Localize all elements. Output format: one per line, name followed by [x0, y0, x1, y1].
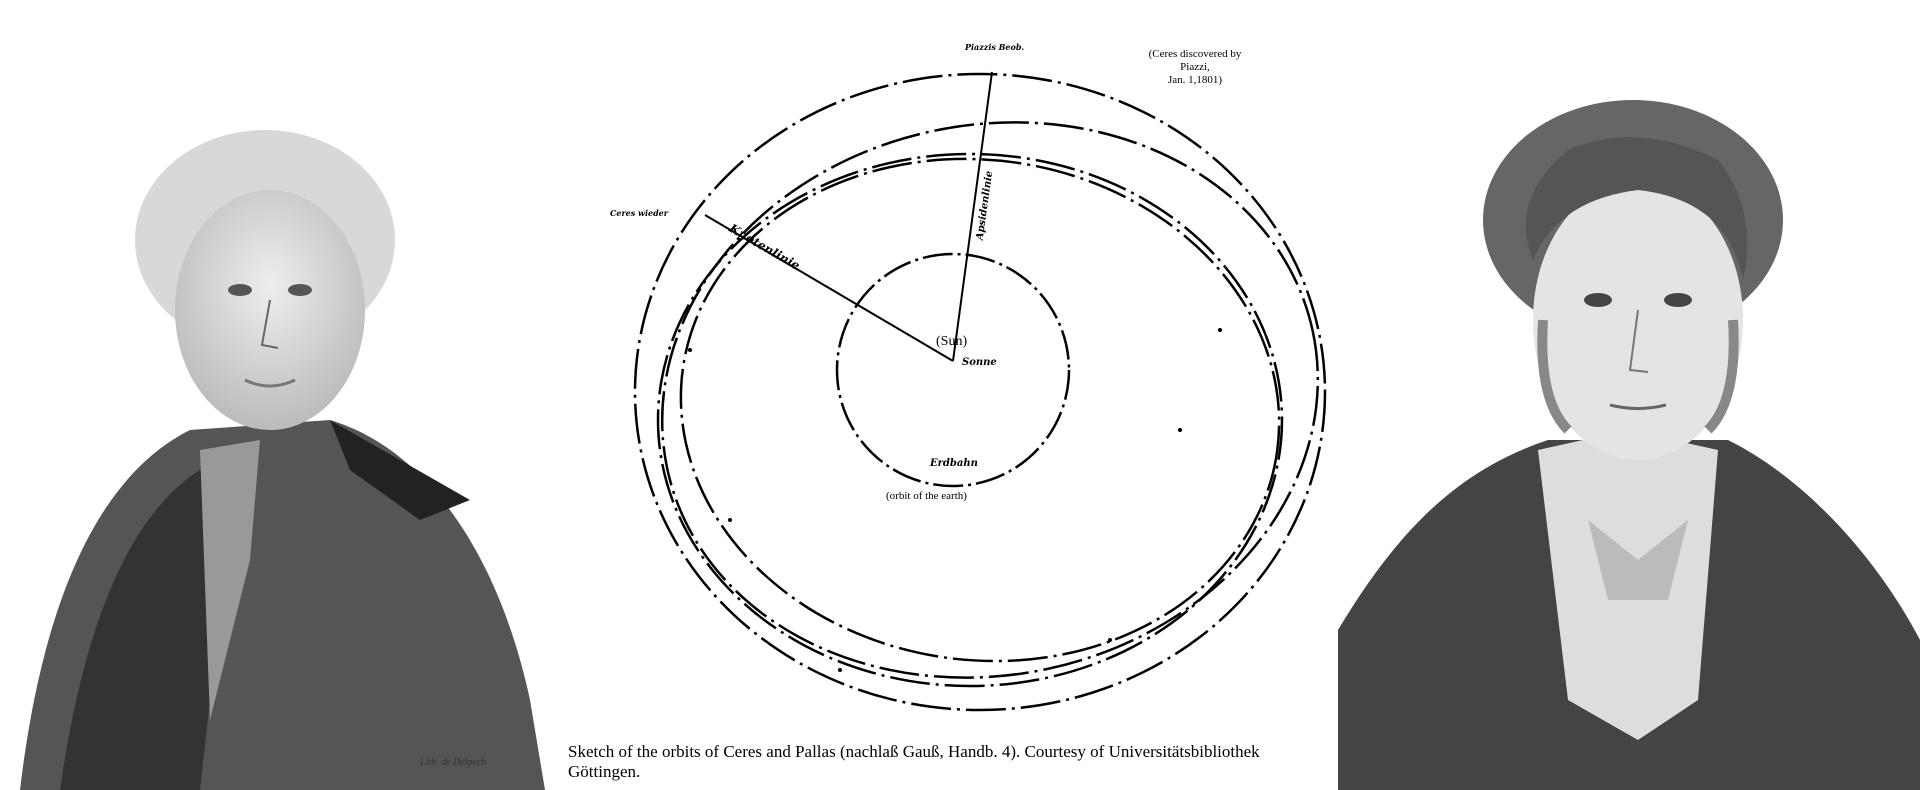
ceres-orbit — [656, 152, 1284, 688]
earth-orbit-label: (orbit of the earth) — [886, 490, 967, 502]
note-line: (Ceres discovered by — [1148, 48, 1242, 60]
ceres-wieder-label: Ceres wieder — [610, 208, 668, 218]
ceres-discovery-note: (Ceres discovered by Piazzi, Jan. 1,1801… — [1130, 48, 1260, 87]
note-line: Piazzi, — [1180, 61, 1210, 73]
pallas-orbit — [660, 121, 1320, 679]
signature: Lith. de Delpech — [419, 757, 486, 768]
portrait-right-engraving — [1338, 100, 1920, 790]
inner-orbit — [679, 157, 1281, 663]
apsidal-line — [952, 71, 993, 362]
outer-orbit — [633, 72, 1327, 712]
sun-label: (Sun) — [936, 334, 968, 349]
sonne-label: Sonne — [962, 357, 997, 368]
figure-caption: Sketch of the orbits of Ceres and Pallas… — [568, 742, 1260, 781]
earth-orbit-circle — [835, 252, 1071, 488]
piazzi-label: Piazzis Beob. — [965, 42, 1025, 52]
note-line: Jan. 1,1801) — [1167, 74, 1223, 86]
portrait-left-engraving: Lith. de Delpech — [20, 130, 545, 790]
line-of-nodes — [704, 214, 954, 362]
erdbahn-label: Erdbahn — [930, 458, 978, 469]
orbit-sketch — [633, 71, 1327, 712]
orbit-diagram: (Sun) (orbit of the earth) (Ceres discov… — [570, 0, 1340, 730]
